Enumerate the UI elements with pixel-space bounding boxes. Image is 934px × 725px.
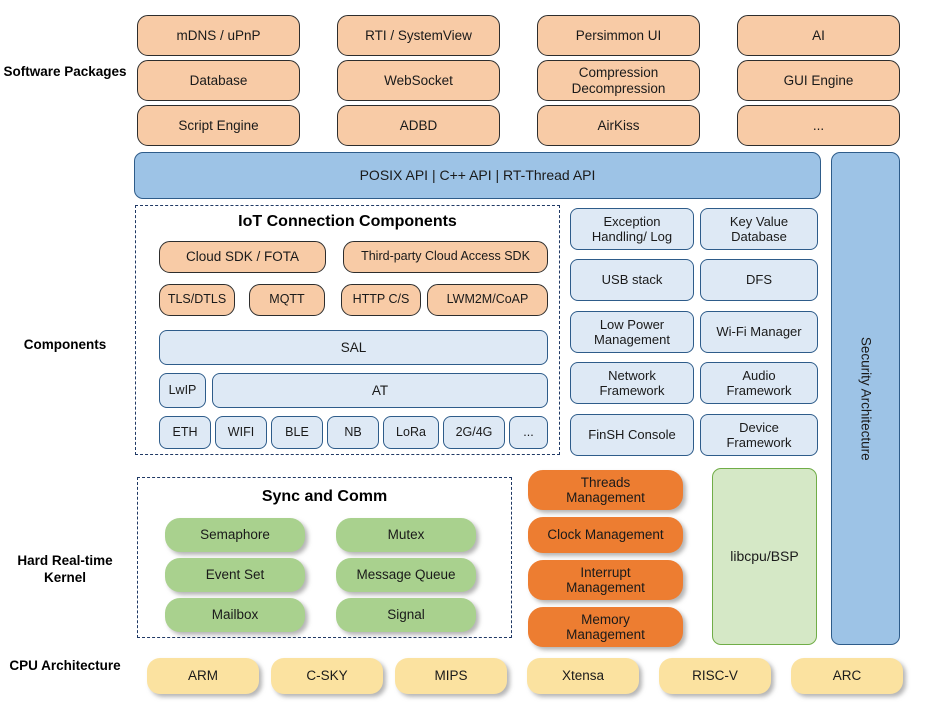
package-database[interactable]: Database <box>137 60 300 101</box>
security-architecture-bar: Security Architecture <box>831 152 900 645</box>
section-label-software-packages: Software Packages <box>3 64 127 79</box>
security-architecture-label: Security Architecture <box>858 336 874 461</box>
cpu-arch-c-sky[interactable]: C-SKY <box>271 658 383 694</box>
kernel-message-queue[interactable]: Message Queue <box>336 558 476 592</box>
iot-lwm2m-coap[interactable]: LWM2M/CoAP <box>427 284 548 316</box>
section-label-cpu-architecture: CPU Architecture <box>9 658 121 673</box>
component-audio-framework[interactable]: Audio Framework <box>700 362 818 404</box>
cpu-arch-mips[interactable]: MIPS <box>395 658 507 694</box>
package-more[interactable]: ... <box>737 105 900 146</box>
iot-connection-group <box>135 205 560 455</box>
api-bar: POSIX API | C++ API | RT-Thread API <box>134 152 821 199</box>
kernel-libcpu-bsp[interactable]: libcpu/BSP <box>712 468 817 645</box>
package-script-engine[interactable]: Script Engine <box>137 105 300 146</box>
iot-link-ble[interactable]: BLE <box>271 416 323 449</box>
iot-tls-dtls[interactable]: TLS/DTLS <box>159 284 235 316</box>
kernel-interrupt-management[interactable]: Interrupt Management <box>528 560 683 600</box>
kernel-semaphore[interactable]: Semaphore <box>165 518 305 552</box>
iot-link-wifi[interactable]: WIFI <box>215 416 267 449</box>
package-persimmon-ui[interactable]: Persimmon UI <box>537 15 700 56</box>
kernel-threads-management[interactable]: Threads Management <box>528 470 683 510</box>
kernel-mutex[interactable]: Mutex <box>336 518 476 552</box>
iot-http-cs[interactable]: HTTP C/S <box>341 284 421 316</box>
package-rti-systemview[interactable]: RTI / SystemView <box>337 15 500 56</box>
iot-link-eth[interactable]: ETH <box>159 416 211 449</box>
sync-and-comm-group <box>137 477 512 638</box>
cpu-arch-xtensa[interactable]: Xtensa <box>527 658 639 694</box>
section-label-kernel: Hard Real-time Kernel <box>17 553 113 585</box>
cpu-arch-arm[interactable]: ARM <box>147 658 259 694</box>
package-compression-decompression[interactable]: Compression Decompression <box>537 60 700 101</box>
component-dfs[interactable]: DFS <box>700 259 818 301</box>
kernel-signal[interactable]: Signal <box>336 598 476 632</box>
component-wifi-manager[interactable]: Wi-Fi Manager <box>700 311 818 353</box>
iot-sal[interactable]: SAL <box>159 330 548 365</box>
component-exception-handling-log[interactable]: Exception Handling/ Log <box>570 208 694 250</box>
package-websocket[interactable]: WebSocket <box>337 60 500 101</box>
component-device-framework[interactable]: Device Framework <box>700 414 818 456</box>
sync-and-comm-group-title: Sync and Comm <box>261 488 388 505</box>
kernel-event-set[interactable]: Event Set <box>165 558 305 592</box>
cpu-arch-risc-v[interactable]: RISC-V <box>659 658 771 694</box>
component-key-value-database[interactable]: Key Value Database <box>700 208 818 250</box>
cpu-arch-arc[interactable]: ARC <box>791 658 903 694</box>
component-network-framework[interactable]: Network Framework <box>570 362 694 404</box>
iot-mqtt[interactable]: MQTT <box>249 284 325 316</box>
iot-connection-group-title: IoT Connection Components <box>238 213 457 230</box>
iot-link-more[interactable]: ... <box>509 416 548 449</box>
package-adbd[interactable]: ADBD <box>337 105 500 146</box>
component-low-power-management[interactable]: Low Power Management <box>570 311 694 353</box>
kernel-memory-management[interactable]: Memory Management <box>528 607 683 647</box>
iot-link-lora[interactable]: LoRa <box>383 416 439 449</box>
iot-link-2g-4g[interactable]: 2G/4G <box>443 416 505 449</box>
kernel-mailbox[interactable]: Mailbox <box>165 598 305 632</box>
component-finsh-console[interactable]: FinSH Console <box>570 414 694 456</box>
package-airkiss[interactable]: AirKiss <box>537 105 700 146</box>
package-mdns-upnp[interactable]: mDNS / uPnP <box>137 15 300 56</box>
package-ai[interactable]: AI <box>737 15 900 56</box>
iot-lwip[interactable]: LwIP <box>159 373 206 408</box>
component-usb-stack[interactable]: USB stack <box>570 259 694 301</box>
iot-link-nb[interactable]: NB <box>327 416 379 449</box>
package-gui-engine[interactable]: GUI Engine <box>737 60 900 101</box>
kernel-clock-management[interactable]: Clock Management <box>528 517 683 553</box>
section-label-components: Components <box>23 337 107 352</box>
iot-third-party-cloud-access-sdk[interactable]: Third-party Cloud Access SDK <box>343 241 548 273</box>
iot-at[interactable]: AT <box>212 373 548 408</box>
iot-cloud-sdk-fota[interactable]: Cloud SDK / FOTA <box>159 241 326 273</box>
